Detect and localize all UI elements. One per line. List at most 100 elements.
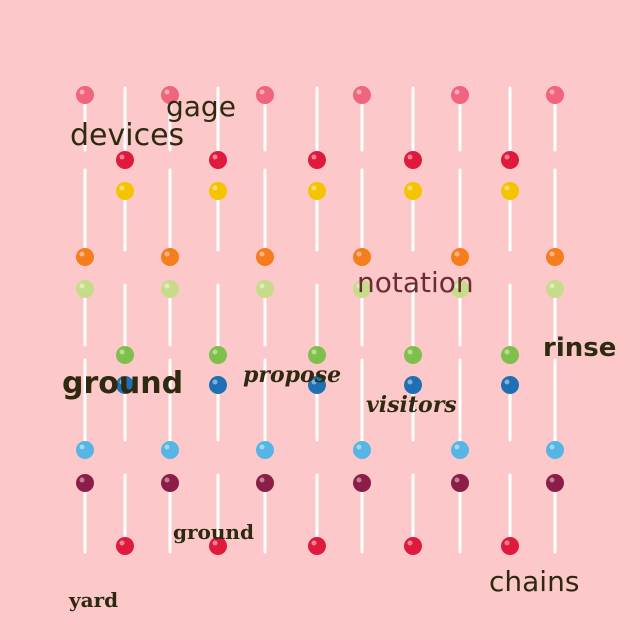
lollipop-candy bbox=[256, 474, 274, 492]
lollipop-candy bbox=[353, 248, 371, 266]
candy-highlight bbox=[119, 540, 125, 546]
lollipop-candy bbox=[161, 86, 179, 104]
lollipop-candy bbox=[116, 182, 134, 200]
lollipop-candy bbox=[76, 248, 94, 266]
candy-highlight bbox=[549, 251, 555, 257]
lollipop-candy bbox=[546, 280, 564, 298]
lollipop-candy bbox=[308, 182, 326, 200]
lollipop-candy bbox=[256, 280, 274, 298]
candy-highlight bbox=[259, 477, 265, 483]
candy-highlight bbox=[356, 283, 362, 289]
candy-highlight bbox=[311, 540, 317, 546]
candy-highlight bbox=[549, 477, 555, 483]
lollipop-candy bbox=[353, 86, 371, 104]
lollipop-candy bbox=[546, 248, 564, 266]
candy-highlight bbox=[119, 154, 125, 160]
candy-highlight bbox=[259, 444, 265, 450]
candy-highlight bbox=[79, 283, 85, 289]
lollipop-candy bbox=[116, 376, 134, 394]
lollipop-candy bbox=[161, 248, 179, 266]
word-propose: propose bbox=[243, 362, 342, 388]
lollipop-candy bbox=[76, 474, 94, 492]
candy-highlight bbox=[212, 540, 218, 546]
lollipop-candy bbox=[451, 86, 469, 104]
lollipop-candy bbox=[353, 474, 371, 492]
candy-highlight bbox=[504, 349, 510, 355]
candy-highlight bbox=[311, 349, 317, 355]
candy-highlight bbox=[504, 185, 510, 191]
word-ground-lower: ground bbox=[173, 520, 254, 544]
candy-highlight bbox=[164, 477, 170, 483]
candy-highlight bbox=[259, 89, 265, 95]
candy-highlight bbox=[504, 379, 510, 385]
word-yard: yard bbox=[69, 588, 119, 612]
candy-highlight bbox=[311, 154, 317, 160]
lollipop-candy bbox=[308, 346, 326, 364]
lollipop-candy bbox=[404, 537, 422, 555]
candy-highlight bbox=[504, 154, 510, 160]
lollipop-candy bbox=[76, 441, 94, 459]
candy-highlight bbox=[164, 89, 170, 95]
candy-highlight bbox=[259, 283, 265, 289]
candy-highlight bbox=[212, 154, 218, 160]
candy-highlight bbox=[259, 251, 265, 257]
word-rinse: rinse bbox=[543, 333, 617, 363]
lollipop-candy bbox=[353, 441, 371, 459]
word-gage: gage bbox=[166, 90, 236, 123]
lollipop-candy bbox=[161, 441, 179, 459]
candy-highlight bbox=[356, 477, 362, 483]
candy-highlight bbox=[164, 444, 170, 450]
candy-highlight bbox=[79, 89, 85, 95]
lollipop-candy bbox=[116, 346, 134, 364]
lollipop-candy bbox=[116, 537, 134, 555]
lollipop-candy bbox=[451, 441, 469, 459]
candy-highlight bbox=[356, 444, 362, 450]
lollipop-candy bbox=[209, 376, 227, 394]
word-visitors: visitors bbox=[366, 392, 457, 418]
candy-highlight bbox=[407, 185, 413, 191]
word-devices: devices bbox=[70, 118, 185, 153]
lollipop-candy bbox=[404, 151, 422, 169]
candy-highlight bbox=[454, 283, 460, 289]
lollipop-candy bbox=[501, 346, 519, 364]
candy-highlight bbox=[549, 283, 555, 289]
lollipop-candy bbox=[451, 280, 469, 298]
candy-highlight bbox=[212, 379, 218, 385]
candy-highlight bbox=[407, 349, 413, 355]
candy-highlight bbox=[79, 444, 85, 450]
candy-highlight bbox=[212, 185, 218, 191]
lollipop-candy bbox=[76, 86, 94, 104]
candy-highlight bbox=[549, 89, 555, 95]
candy-highlight bbox=[79, 477, 85, 483]
lollipop-candy bbox=[546, 86, 564, 104]
candy-highlight bbox=[454, 89, 460, 95]
candy-highlight bbox=[504, 540, 510, 546]
lollipop-candy bbox=[501, 376, 519, 394]
lollipop-candy bbox=[209, 151, 227, 169]
candy-highlight bbox=[119, 185, 125, 191]
lollipop-candy bbox=[209, 346, 227, 364]
candy-highlight bbox=[119, 379, 125, 385]
lollipop-candy bbox=[161, 474, 179, 492]
candy-highlight bbox=[407, 379, 413, 385]
lollipop-candy bbox=[353, 280, 371, 298]
word-chains: chains bbox=[489, 565, 580, 598]
candy-highlight bbox=[549, 444, 555, 450]
candy-highlight bbox=[454, 477, 460, 483]
lollipop-candy bbox=[76, 280, 94, 298]
candy-highlight bbox=[407, 540, 413, 546]
lollipop-candy bbox=[256, 248, 274, 266]
candy-highlight bbox=[311, 185, 317, 191]
candy-highlight bbox=[454, 251, 460, 257]
lollipop-candy bbox=[501, 537, 519, 555]
candy-highlight bbox=[212, 349, 218, 355]
candy-highlight bbox=[356, 89, 362, 95]
candy-highlight bbox=[454, 444, 460, 450]
candy-highlight bbox=[407, 154, 413, 160]
word-ground-upper: ground bbox=[62, 366, 184, 401]
lollipop-candy bbox=[404, 182, 422, 200]
lollipop-candy bbox=[209, 182, 227, 200]
lollipop-candy bbox=[308, 151, 326, 169]
lollipop-candy bbox=[546, 474, 564, 492]
